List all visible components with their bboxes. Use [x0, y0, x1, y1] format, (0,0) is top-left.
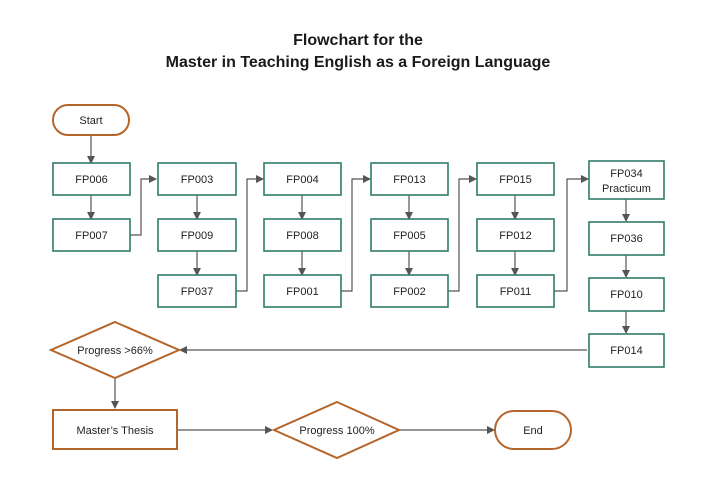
node-fp003: FP003	[157, 162, 237, 196]
end-label: End	[523, 425, 543, 437]
node-fp012: FP012	[476, 218, 555, 252]
decision-progress-66: Progress >66%	[48, 320, 182, 380]
node-fp008-label: FP008	[286, 230, 318, 242]
node-fp009: FP009	[157, 218, 237, 252]
node-fp004-label: FP004	[286, 174, 318, 186]
node-fp034-practicum: FP034 Practicum	[588, 160, 665, 200]
node-fp007-label: FP007	[75, 230, 107, 242]
node-fp014-label: FP014	[610, 345, 642, 357]
arrow-fp011-fp034	[554, 175, 589, 292]
node-fp037: FP037	[157, 274, 237, 308]
node-masters-thesis-label: Master’s Thesis	[76, 425, 154, 437]
node-fp014: FP014	[588, 333, 665, 368]
node-fp010: FP010	[588, 277, 665, 312]
node-fp002: FP002	[370, 274, 449, 308]
node-masters-thesis: Master’s Thesis	[52, 409, 178, 450]
node-fp011-label: FP011	[500, 286, 532, 298]
decision-progress-100-label: Progress 100%	[299, 425, 374, 437]
node-fp005-label: FP005	[393, 230, 425, 242]
node-practicum-label: Practicum	[602, 183, 651, 195]
node-fp006: FP006	[52, 162, 131, 196]
node-fp006-label: FP006	[75, 174, 107, 186]
decision-progress-66-label: Progress >66%	[77, 345, 153, 357]
node-fp007: FP007	[52, 218, 131, 252]
node-fp003-label: FP003	[181, 174, 213, 186]
node-fp037-label: FP037	[181, 286, 213, 298]
connectors	[87, 135, 630, 434]
title-line-1: Flowchart for the	[293, 32, 423, 49]
flowchart-title: Flowchart for the Master in Teaching Eng…	[0, 30, 716, 74]
node-fp008: FP008	[263, 218, 342, 252]
node-fp015: FP015	[476, 162, 555, 196]
node-fp013: FP013	[370, 162, 449, 196]
arrow-fp007-fp003	[130, 175, 157, 236]
node-fp010-label: FP010	[610, 289, 642, 301]
title-line-2: Master in Teaching English as a Foreign …	[165, 54, 551, 71]
node-fp015-label: FP015	[499, 174, 531, 186]
node-fp009-label: FP009	[181, 230, 213, 242]
arrow-fp037-fp004	[236, 175, 264, 292]
node-fp034-label: FP034	[610, 168, 642, 180]
node-fp005: FP005	[370, 218, 449, 252]
start-node: Start	[52, 104, 130, 136]
node-fp002-label: FP002	[393, 286, 425, 298]
node-fp001-label: FP001	[286, 286, 318, 298]
arrow-fp002-fp015	[448, 175, 477, 292]
node-fp013-label: FP013	[393, 174, 425, 186]
node-fp011: FP011	[476, 274, 555, 308]
node-fp004: FP004	[263, 162, 342, 196]
decision-progress-100: Progress 100%	[271, 400, 402, 460]
start-label: Start	[79, 115, 102, 127]
end-node: End	[494, 410, 572, 450]
arrow-fp001-fp013	[341, 175, 371, 292]
node-fp001: FP001	[263, 274, 342, 308]
node-fp036-label: FP036	[610, 233, 642, 245]
node-fp012-label: FP012	[499, 230, 531, 242]
node-fp036: FP036	[588, 221, 665, 256]
